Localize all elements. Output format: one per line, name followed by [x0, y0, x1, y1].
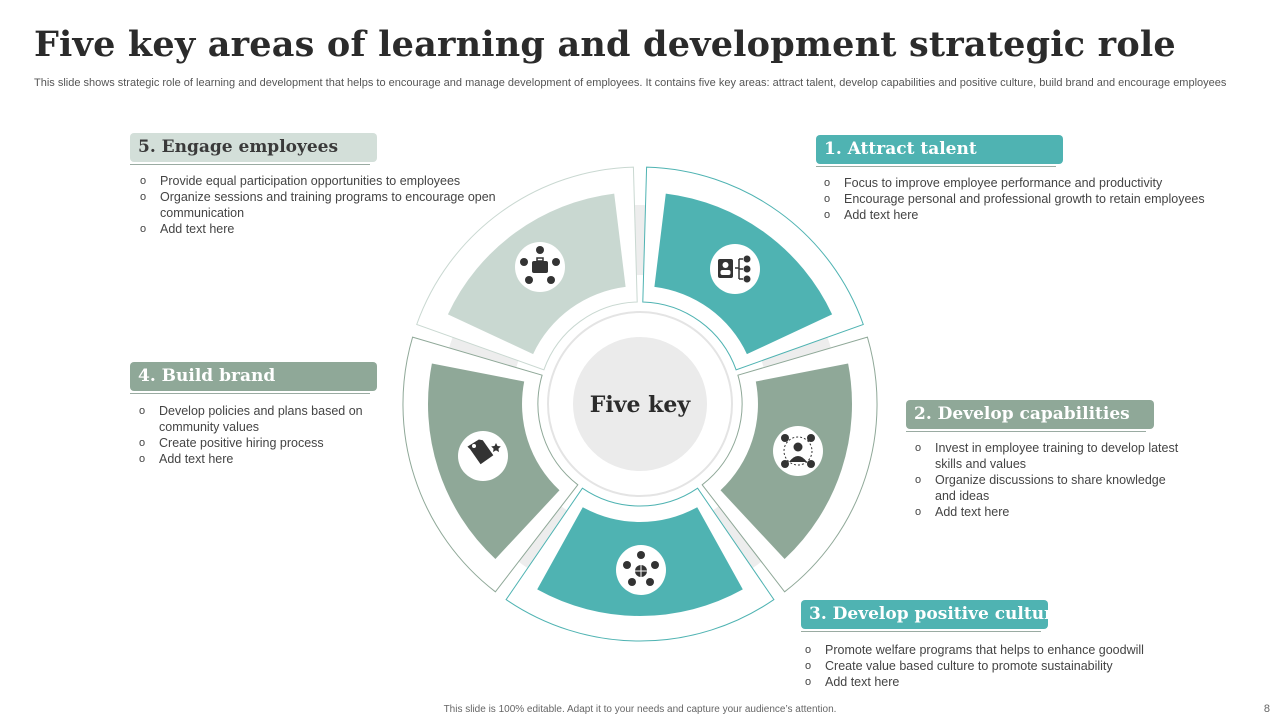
bullets-develop-positive-culture: Promote welfare programs that helps to e…: [805, 642, 1225, 690]
page-number: 8: [1263, 703, 1270, 715]
list-item: Add text here: [824, 207, 1244, 223]
page-title: Five key areas of learning and developme…: [34, 24, 1176, 65]
rule-build-brand: [130, 393, 370, 394]
price-tag-star-icon: [458, 431, 508, 481]
team-meeting-icon: [515, 242, 565, 292]
page-subtitle: This slide shows strategic role of learn…: [34, 77, 1227, 89]
tag-develop-capabilities: 2. Develop capabilities: [906, 400, 1154, 429]
people-skills-icon: [773, 426, 823, 476]
tag-engage-employees: 5. Engage employees: [130, 133, 377, 162]
bullets-develop-capabilities: Invest in employee training to develop l…: [915, 440, 1185, 520]
center-disc: [573, 337, 707, 471]
bullets-engage-employees: Provide equal participation opportunitie…: [140, 173, 500, 237]
list-item: Invest in employee training to develop l…: [915, 440, 1185, 472]
profile-checklist-icon: [710, 244, 760, 294]
bullets-attract-talent: Focus to improve employee performance an…: [824, 175, 1244, 223]
team-globe-icon: [616, 545, 666, 595]
list-item: Develop policies and plans based on comm…: [139, 403, 389, 435]
list-item: Encourage personal and professional grow…: [824, 191, 1244, 207]
list-item: Create value based culture to promote su…: [805, 658, 1225, 674]
list-item: Organize discussions to share knowledge …: [915, 472, 1185, 504]
bullets-build-brand: Develop policies and plans based on comm…: [139, 403, 389, 467]
footer-note: This slide is 100% editable. Adapt it to…: [443, 704, 837, 715]
tag-build-brand: 4. Build brand: [130, 362, 377, 391]
list-item: Create positive hiring process: [139, 435, 389, 451]
list-item: Add text here: [140, 221, 500, 237]
tag-develop-positive-culture: 3. Develop positive culture: [801, 600, 1064, 629]
list-item: Organize sessions and training programs …: [140, 189, 500, 221]
rule-develop-positive-culture: [801, 631, 1041, 632]
rule-attract-talent: [816, 166, 1056, 167]
list-item: Add text here: [139, 451, 389, 467]
list-item: Add text here: [915, 504, 1185, 520]
center-label: Five key: [590, 392, 692, 418]
list-item: Provide equal participation opportunitie…: [140, 173, 500, 189]
rule-develop-capabilities: [906, 431, 1146, 432]
tag-attract-talent: 1. Attract talent: [816, 135, 1063, 164]
list-item: Promote welfare programs that helps to e…: [805, 642, 1225, 658]
list-item: Add text here: [805, 674, 1225, 690]
list-item: Focus to improve employee performance an…: [824, 175, 1244, 191]
rule-engage-employees: [130, 164, 370, 165]
